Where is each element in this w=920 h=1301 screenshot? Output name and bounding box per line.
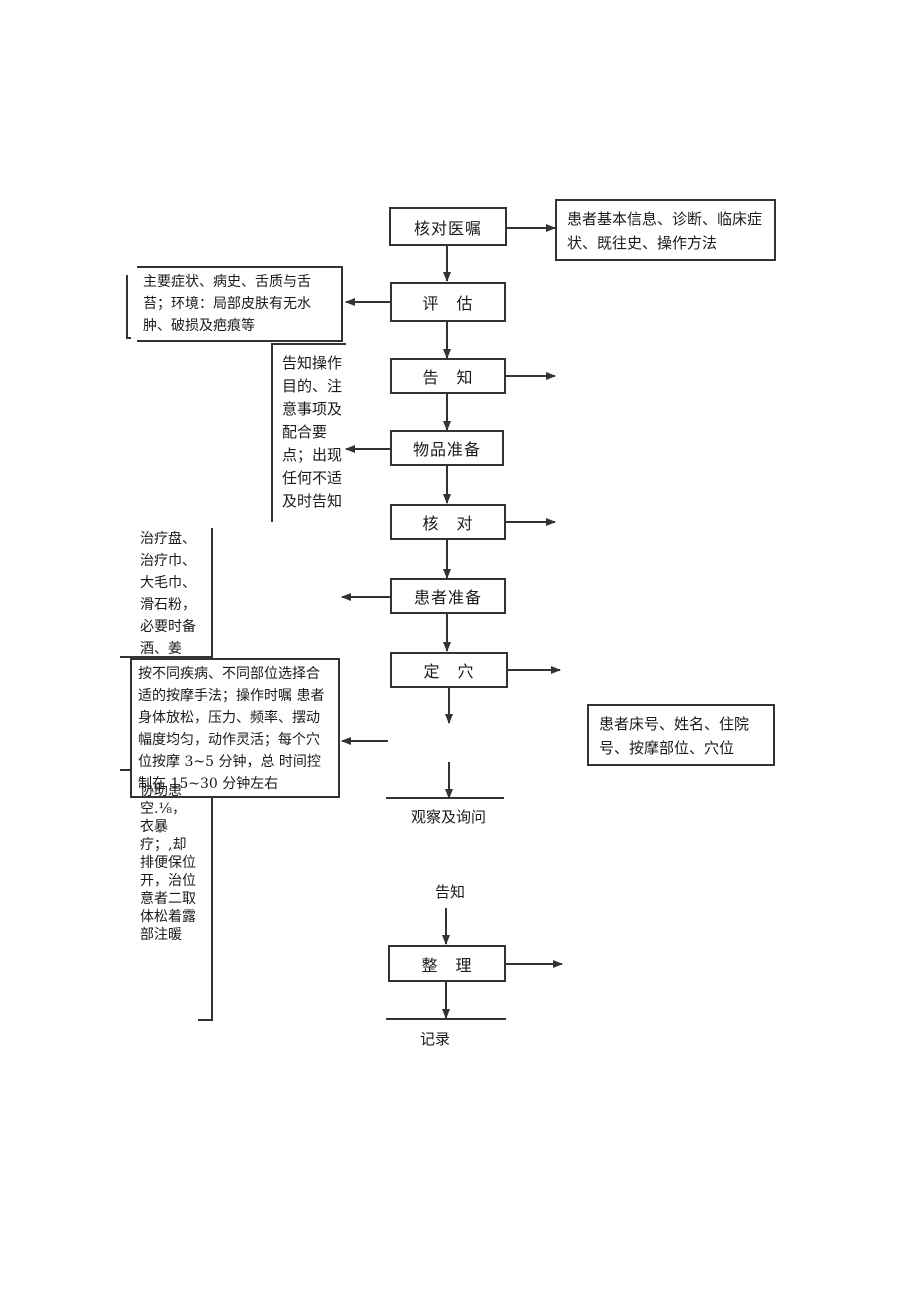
note-patient-prep-detail: 协助患空.⅛，衣暴疗；,却排便保位开，治位意者二取体松着露部注暖: [140, 783, 196, 943]
step-verify-order: 核对医嘱: [389, 207, 507, 246]
note-inform-detail: 告知操作目的、注意事项及配合要点；出现任何不适及时告知: [282, 354, 343, 510]
note-items-detail: 治疗盘、治疗巾、大毛巾、滑石粉，必要时备酒、姜汁、薄荷水: [140, 531, 196, 668]
note-check-detail: 患者床号、姓名、住院号、按摩部位、穴位: [587, 704, 775, 766]
bracket-inform-note: [271, 343, 346, 522]
step-locate-point: 定 穴: [390, 652, 508, 688]
note-assess-detail: 主要症状、病史、舌质与舌苔；环境：局部皮肤有无水 肿、破损及疤痕等: [137, 266, 343, 342]
step-check: 核 对: [390, 504, 506, 540]
step-prepare-items: 物品准备: [390, 430, 504, 466]
step-assess: 评 估: [390, 282, 506, 322]
label-record: 记录: [420, 1030, 451, 1048]
bracket-assess-note: [126, 275, 131, 339]
step-prepare-patient: 患者准备: [390, 578, 506, 614]
step-tidy: 整 理: [388, 945, 506, 982]
label-inform-after: 告知: [435, 883, 466, 901]
step-inform: 告 知: [390, 358, 506, 394]
label-observe: 观察及询问: [411, 808, 487, 826]
note-massage-detail: 按不同疾病、不同部位选择合适的按摩手法；操作时嘱 患者身体放松，压力、频率、摆动…: [130, 658, 340, 798]
note-patient-info: 患者基本信息、诊断、临床症状、既往史、操作方法: [555, 199, 776, 261]
